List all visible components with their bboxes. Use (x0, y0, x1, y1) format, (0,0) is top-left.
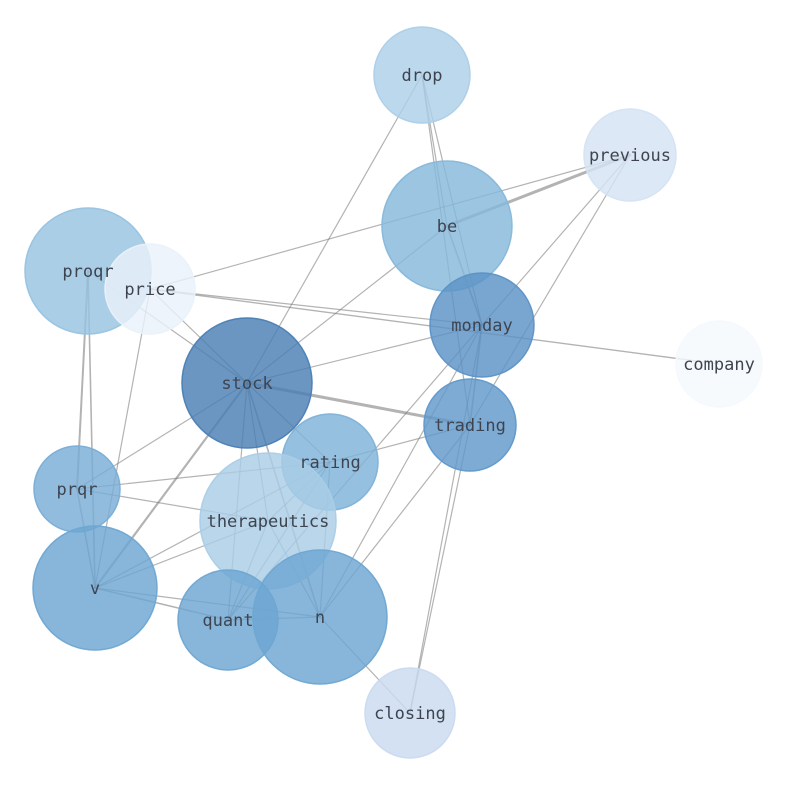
node-n (252, 549, 388, 685)
nodes-layer (24, 26, 763, 759)
node-stock (181, 317, 313, 449)
node-previous (583, 108, 677, 202)
node-company (675, 320, 763, 408)
node-trading (423, 378, 517, 472)
node-v (32, 525, 158, 651)
node-price (104, 243, 196, 335)
node-drop (373, 26, 471, 124)
node-monday (429, 272, 535, 378)
edge-previous-trading (469, 154, 631, 426)
node-prqr (33, 445, 121, 533)
edge-price-monday (149, 288, 483, 326)
edge-trading-closing (409, 424, 471, 714)
node-be (381, 160, 513, 292)
node-closing (364, 667, 456, 759)
